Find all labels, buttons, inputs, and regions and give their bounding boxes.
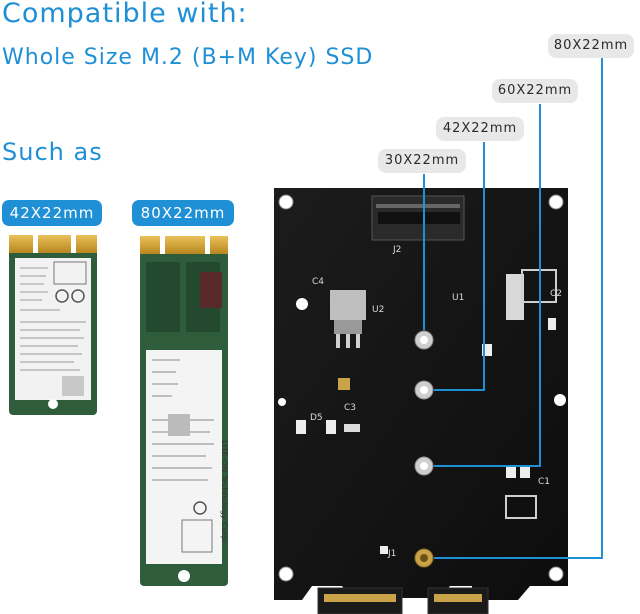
silk-d5: D5 — [310, 413, 323, 423]
silk-u1: U1 — [452, 293, 464, 303]
ssd-80x22: LITE-ON Technology Corp. — [140, 234, 229, 586]
callout-30x22: 30X22mm — [378, 149, 466, 173]
silk-j1: J1 — [387, 549, 396, 559]
label-42x22-ssd: 42X22mm — [2, 200, 102, 226]
subheadline: Whole Size M.2 (B+M Key) SSD — [2, 45, 374, 70]
ssd-brand-text: LITE-ON Technology Corp. — [220, 440, 229, 543]
callout-80x22: 80X22mm — [548, 34, 634, 58]
label-80x22-ssd: 80X22mm — [132, 200, 234, 226]
callout-42x22: 42X22mm — [436, 117, 524, 141]
silk-c2: C2 — [550, 289, 562, 299]
silk-c3: C3 — [344, 403, 356, 413]
silk-u2: U2 — [372, 305, 384, 315]
ssd-42x22 — [9, 233, 97, 415]
silk-c4: C4 — [312, 277, 324, 287]
silk-c1: C1 — [538, 477, 550, 487]
adapter-board: J2 C4 U2 U1 C2 C3 D5 C1 J1 — [274, 188, 568, 614]
such-as-label: Such as — [2, 138, 103, 166]
silk-j2: J2 — [392, 245, 401, 255]
headline: Compatible with: — [2, 0, 248, 29]
callout-lines — [423, 58, 603, 559]
callout-60x22: 60X22mm — [492, 79, 578, 103]
